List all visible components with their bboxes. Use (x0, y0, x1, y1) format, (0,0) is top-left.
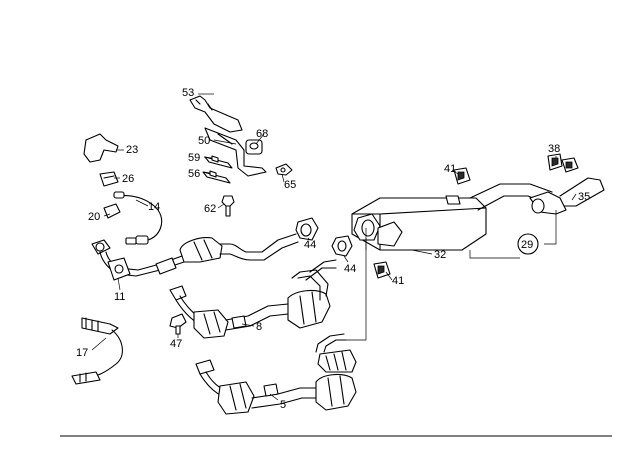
callout-5: 5 (280, 399, 286, 411)
callout-38: 38 (548, 143, 560, 155)
callout-44-upper: 44 (304, 239, 316, 251)
callout-8: 8 (256, 321, 262, 333)
grommet-26 (99, 171, 119, 187)
catalytic-converter-5 (195, 333, 357, 415)
callout-23: 23 (126, 144, 138, 156)
nut-65 (275, 163, 293, 176)
leader-lines (91, 93, 577, 401)
callout-35: 35 (578, 191, 590, 203)
callout-17: 17 (76, 347, 88, 359)
front-pipe-11 (91, 239, 185, 281)
callout-11: 11 (114, 291, 125, 303)
callout-circle-29 (517, 233, 539, 255)
o2-sensor-17 (71, 317, 123, 385)
bolt-47 (169, 313, 187, 335)
rubber-mount-38 (547, 153, 579, 173)
callout-41-upper: 41 (444, 163, 456, 175)
clamp-44-upper (295, 217, 319, 241)
rubber-mount-41-upper (453, 167, 471, 185)
callout-44-lower: 44 (344, 263, 356, 275)
callout-65: 65 (284, 179, 296, 191)
callout-50: 50 (198, 135, 210, 147)
bracket-53 (189, 95, 243, 133)
clamp-plate-59 (204, 155, 233, 169)
callout-56: 56 (188, 168, 200, 180)
tailpipe-end-35 (529, 177, 605, 215)
callout-59: 59 (188, 152, 200, 164)
callout-68: 68 (256, 128, 268, 140)
callout-62: 62 (204, 203, 216, 215)
callout-53: 53 (182, 87, 194, 99)
bracket-50 (204, 127, 267, 177)
callout-32: 32 (434, 249, 446, 261)
bolt-62 (221, 195, 235, 217)
rubber-mount-41-lower (373, 261, 391, 279)
bracket-23 (83, 133, 119, 163)
callout-labels: 53 50 68 59 56 65 62 23 26 20 14 11 17 4… (76, 87, 590, 411)
catalytic-converter-8 (169, 259, 337, 339)
muffler-32 (351, 195, 487, 251)
callout-41-lower: 41 (392, 275, 404, 287)
clamp-plate-56 (202, 170, 231, 184)
rubber-mount-68 (245, 139, 263, 155)
callout-20: 20 (88, 211, 100, 223)
callout-14: 14 (148, 201, 160, 213)
callout-26: 26 (122, 173, 134, 185)
callout-29: 29 (521, 239, 533, 251)
clamp-44-lower (331, 235, 353, 257)
catalytic-converter-upper (179, 233, 299, 263)
callout-47: 47 (170, 338, 182, 350)
clip-20 (103, 203, 121, 219)
sensor-cable-14 (113, 191, 163, 245)
